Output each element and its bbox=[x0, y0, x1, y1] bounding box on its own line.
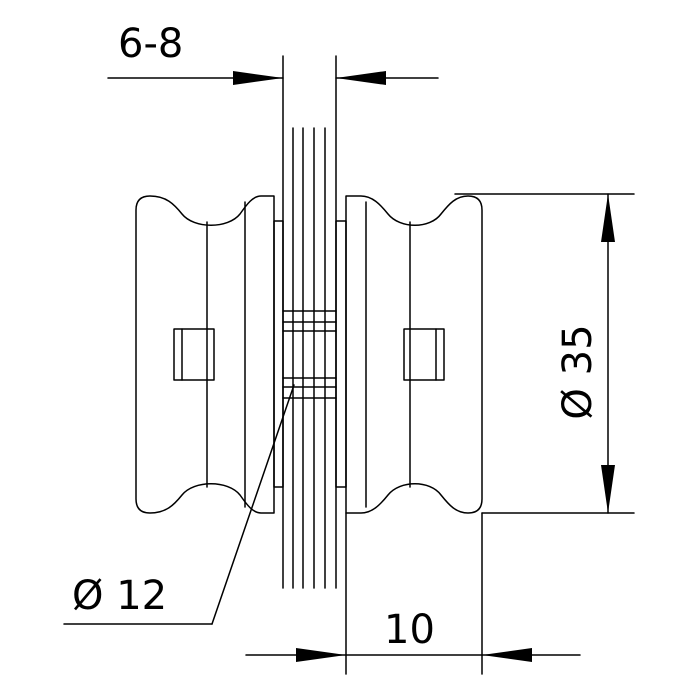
left-washer bbox=[273, 220, 284, 488]
bolt bbox=[282, 310, 337, 399]
right-cap-slot bbox=[403, 328, 445, 381]
right-cap-outline bbox=[345, 195, 483, 514]
glass-thickness-label: 6-8 bbox=[118, 21, 183, 67]
right-cap bbox=[345, 195, 483, 514]
arrow-glass-left bbox=[233, 71, 283, 85]
outer-diameter-label: Ø 35 bbox=[555, 324, 601, 419]
cap-depth-label: 10 bbox=[384, 607, 435, 653]
left-cap bbox=[135, 195, 275, 514]
arrow-depth-left bbox=[296, 648, 346, 662]
right-washer bbox=[335, 220, 347, 488]
dim-outer-diameter bbox=[454, 193, 635, 514]
arrow-glass-right bbox=[336, 71, 386, 85]
left-cap-slot bbox=[173, 328, 215, 381]
arrow-depth-right bbox=[482, 648, 532, 662]
left-cap-outline bbox=[135, 195, 275, 514]
arrow-diameter-bottom bbox=[601, 465, 615, 513]
bolt-diameter-label: Ø 12 bbox=[72, 573, 167, 619]
arrow-diameter-top bbox=[601, 194, 615, 242]
leader-bolt-diameter bbox=[63, 384, 295, 625]
